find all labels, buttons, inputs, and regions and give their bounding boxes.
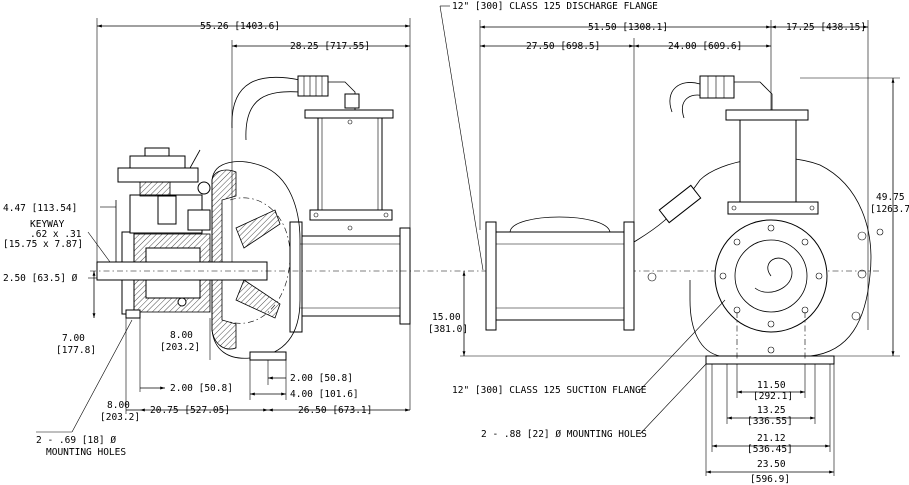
seal-plate	[187, 209, 211, 231]
base-dim-2-label: 21.12	[757, 433, 786, 444]
centerline-height-mm: [177.8]	[56, 345, 96, 356]
hole-spacing-mm: [292.1]	[753, 391, 793, 402]
suction-end-flange	[399, 227, 411, 325]
base-dim-2-mm: [536.45]	[747, 444, 793, 455]
keyway-size-mm: [15.75 x 7.87]	[3, 239, 83, 250]
centerline-height-mm: [381.0]	[428, 324, 468, 335]
right-section-label: 24.00 [609.6]	[668, 41, 742, 52]
mounting-holes-note: 2 - .88 [22] Ø MOUNTING HOLES	[481, 429, 647, 440]
foot-width-mm: [203.2]	[160, 342, 200, 353]
discharge-mid-flange	[309, 209, 393, 221]
discharge-hose	[669, 82, 701, 113]
hose-coupling	[297, 75, 329, 97]
mounting-holes-label: 2 - .69 [18] Ø	[36, 435, 116, 446]
left-section-label: 27.50 [698.5]	[526, 41, 600, 52]
foot-height-label: 8.00	[107, 400, 130, 411]
suction-spool	[495, 231, 625, 321]
mounting-foot-right	[249, 351, 287, 361]
priming-valve-top	[144, 147, 170, 157]
mounting-foot	[125, 309, 141, 319]
right-view: 12" [300] CLASS 125 DISCHARGE FLANGE 51.…	[428, 1, 909, 485]
shaft-diameter-label: 2.50 [63.5] Ø	[3, 273, 78, 284]
impeller-outline	[229, 197, 291, 324]
suction-flange-left	[485, 221, 497, 331]
suction-opening	[734, 239, 808, 313]
keyway-size: .62 x .31	[30, 229, 82, 240]
base-dim-1-mm: [336.55]	[747, 416, 793, 427]
volute-wall	[211, 169, 237, 350]
check-valve	[157, 195, 177, 225]
pump-base	[705, 355, 835, 365]
elbow-fitting	[734, 81, 773, 110]
priming-valve-cap	[129, 155, 186, 169]
discharge-offset-label: 28.25 [717.55]	[290, 41, 370, 52]
foot-height-mm: [203.2]	[100, 412, 140, 423]
discharge-flange-note: 12" [300] CLASS 125 DISCHARGE FLANGE	[452, 1, 658, 12]
drain-plug	[177, 297, 187, 307]
mounting-holes-text: MOUNTING HOLES	[46, 447, 126, 458]
gauge	[197, 181, 211, 195]
centerline-height-label: 15.00	[432, 312, 461, 323]
foot-offset-label: 2.00 [50.8]	[170, 383, 233, 394]
foot-spacing-label: 4.00 [101.6]	[290, 389, 359, 400]
priming-body	[139, 181, 171, 197]
hose-coupling	[699, 75, 735, 99]
base-length-label: 20.75 [527.05]	[150, 405, 230, 416]
valve-body	[344, 93, 360, 109]
left-view: 55.26 [1403.6] 28.25 [717.55]	[3, 18, 880, 458]
hole-spacing-label: 11.50	[757, 380, 786, 391]
mounting-holes-leader	[71, 319, 133, 433]
right-foot-offset-label: 2.00 [50.8]	[290, 373, 353, 384]
suction-flange-right	[623, 221, 635, 331]
priming-chamber-fitting	[658, 184, 702, 224]
suction-note-leader	[639, 299, 726, 391]
discharge-column	[739, 119, 797, 203]
suction-length-label: 26.50 [673.1]	[298, 405, 372, 416]
discharge-top-flange	[725, 109, 809, 121]
centerline-height-label: 7.00	[62, 333, 85, 344]
discharge-top-flange	[304, 109, 394, 119]
base-overall-mm: [596.9]	[750, 474, 790, 485]
overall-length-label: 51.50 [1308.1]	[588, 22, 668, 33]
base-dim-1-label: 13.25	[757, 405, 786, 416]
overall-height-label: 49.75	[876, 192, 905, 203]
discharge-mid-flange	[727, 201, 819, 215]
impeller-vane-upper	[235, 209, 281, 249]
mounting-note-leader	[639, 363, 707, 435]
suction-spool-top	[509, 216, 611, 233]
discharge-hose	[231, 76, 301, 129]
base-overall-label: 23.50	[757, 459, 786, 470]
suction-mid-flange	[289, 221, 303, 333]
discharge-offset-label: 17.25 [438.15]	[786, 22, 866, 33]
keyway-title: KEYWAY	[30, 219, 65, 230]
volute-casing	[211, 161, 301, 359]
shaft-dimension-label: 4.47 [113.54]	[3, 203, 77, 214]
foot-width-label: 8.00	[170, 330, 193, 341]
overall-height-mm: [1263.7]	[870, 204, 909, 215]
discharge-column	[317, 117, 383, 211]
impeller-eye	[754, 257, 793, 293]
impeller-vane-lower	[235, 279, 281, 319]
suction-pipe	[299, 235, 401, 317]
bolt	[647, 272, 657, 282]
priming-valve-cover	[117, 167, 199, 183]
discharge-note-leader	[439, 5, 484, 271]
overall-width-label: 55.26 [1403.6]	[200, 21, 280, 32]
keyway-leader	[87, 231, 111, 263]
discharge-hose-inner	[245, 91, 301, 141]
suction-flange-note: 12" [300] CLASS 125 SUCTION FLANGE	[452, 385, 647, 396]
